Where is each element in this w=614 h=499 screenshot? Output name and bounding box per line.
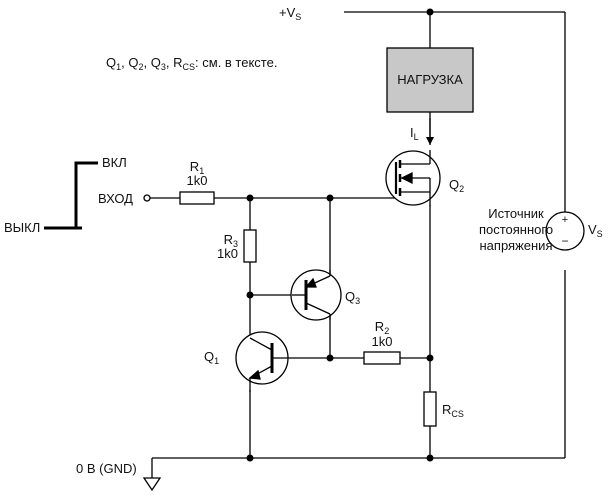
r2-value: 1k0 [371, 334, 393, 349]
junction-dot [246, 454, 254, 462]
q1-transistor [235, 331, 290, 392]
r1-value: 1k0 [186, 173, 208, 188]
junction-dot [426, 454, 434, 462]
junction-dots [246, 8, 434, 462]
input-pulse-waveform [74, 161, 98, 230]
input-terminal [143, 194, 151, 202]
r1-label: R1 [189, 159, 205, 176]
junction-dot [246, 291, 254, 299]
current-label: IL [410, 125, 419, 142]
r2-resistor [363, 351, 401, 365]
load-box [386, 47, 474, 113]
note-text: Q1, Q2, Q3, RCS: см. в тексте. [106, 55, 278, 72]
q2-mosfet [385, 150, 441, 206]
r2-label: R2 [374, 319, 390, 336]
q2-label: Q2 [449, 177, 465, 194]
rcs-resistor [423, 391, 437, 427]
junction-dot [426, 8, 434, 16]
source-plus: + [561, 214, 569, 226]
input-label: ВХОД [98, 191, 133, 206]
ground-label: 0 В (GND) [76, 461, 137, 476]
source-vs-label: VS [588, 222, 603, 239]
junction-dot [326, 194, 334, 202]
q1-label: Q1 [204, 349, 220, 366]
rcs-label: RCS [442, 402, 464, 419]
q3-transistor [290, 269, 342, 321]
junction-dot [326, 354, 334, 362]
supply-label: +VS [279, 5, 302, 22]
pulse-off-label: ВЫКЛ [4, 220, 41, 235]
junction-dot [426, 354, 434, 362]
voltage-source [545, 211, 585, 251]
r3-label: R3 [223, 232, 238, 249]
q3-label: Q3 [345, 289, 361, 306]
junction-dot [246, 194, 254, 202]
load-label: НАГРУЗКА [397, 72, 463, 87]
source-line1: Источник [488, 206, 544, 221]
source-minus: − [561, 234, 569, 248]
r3-value: 1k0 [217, 246, 238, 261]
ground-symbol [142, 477, 162, 492]
pulse-on-label: ВКЛ [102, 155, 127, 170]
source-line2: постоянного [478, 222, 554, 237]
r3-resistor [243, 229, 257, 263]
source-line3: напряжения [479, 238, 553, 253]
r1-resistor [179, 191, 215, 205]
